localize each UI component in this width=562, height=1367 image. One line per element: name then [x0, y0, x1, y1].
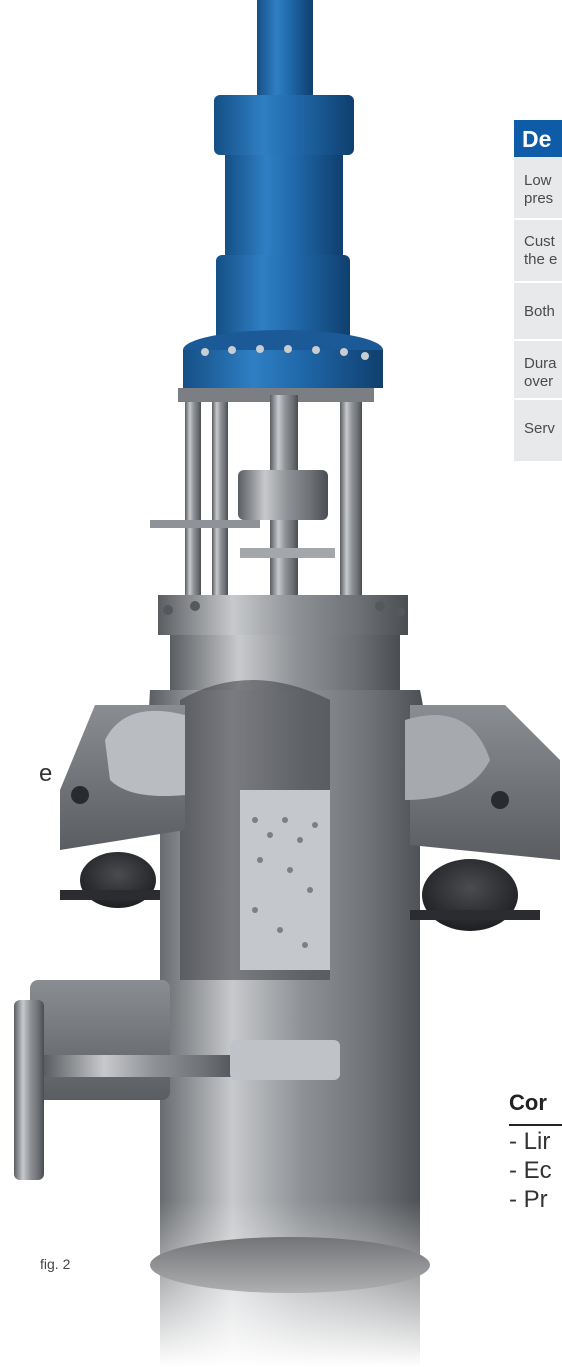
- design-row: Cust the e: [514, 220, 562, 283]
- cropped-text-fragment: e: [39, 760, 53, 787]
- design-row-line2: over: [524, 373, 554, 390]
- design-table-title: De: [514, 120, 562, 157]
- heading-underline: [509, 1124, 562, 1126]
- controls-list-item: - Ec: [509, 1157, 552, 1184]
- controls-list-item: - Pr: [509, 1186, 548, 1213]
- design-row-line2: pres: [524, 190, 554, 207]
- design-row-line2: the e: [524, 251, 558, 268]
- design-row-line1: Dura: [524, 355, 557, 372]
- design-row-line1: Both: [524, 303, 555, 320]
- design-table: De Low pres Cust the e Both Dura over Se…: [514, 120, 562, 463]
- design-row-line1: Serv: [524, 420, 555, 437]
- design-row: Low pres: [514, 157, 562, 220]
- design-row-line1: Low: [524, 172, 552, 189]
- controls-heading: Cor: [509, 1090, 547, 1115]
- design-row: Serv: [514, 400, 562, 463]
- design-row: Dura over: [514, 341, 562, 400]
- figure-caption: fig. 2: [40, 1256, 71, 1272]
- design-row: Both: [514, 283, 562, 341]
- controls-list-item: - Lir: [509, 1128, 551, 1155]
- design-row-line1: Cust: [524, 233, 555, 250]
